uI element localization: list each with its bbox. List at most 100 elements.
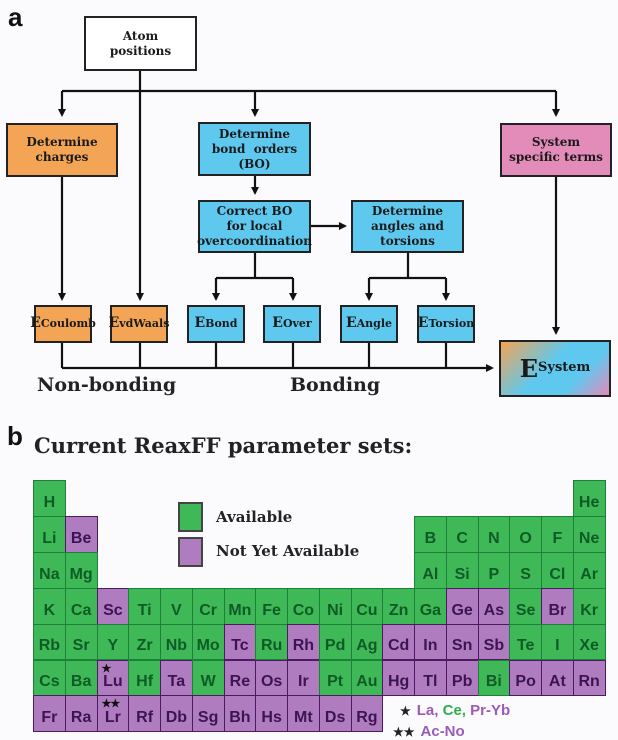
element-symbol: Zr bbox=[136, 637, 153, 655]
element-symbol: N bbox=[488, 529, 500, 547]
element-symbol: Db bbox=[165, 709, 188, 727]
element-symbol: Ra bbox=[70, 709, 92, 727]
element-p: P bbox=[477, 551, 511, 589]
element-ra: Ra bbox=[64, 695, 98, 733]
element-symbol: Lu bbox=[103, 673, 123, 691]
element-symbol: Co bbox=[292, 601, 315, 619]
element-sb: Sb bbox=[477, 623, 511, 661]
element-br: Br bbox=[541, 587, 574, 625]
element-ca: Ca bbox=[64, 587, 98, 625]
element-pd: Pd bbox=[318, 623, 352, 661]
element-se: Se bbox=[509, 587, 542, 625]
element-symbol: Sb bbox=[483, 637, 505, 655]
flowchart-connectors bbox=[58, 71, 560, 372]
element-symbol: Pb bbox=[451, 673, 473, 691]
element-symbol: S bbox=[520, 565, 531, 583]
box-line: Determine bbox=[218, 126, 291, 141]
element-symbol: Re bbox=[229, 673, 251, 691]
element-symbol: Rb bbox=[38, 637, 61, 655]
element-symbol: Po bbox=[515, 673, 536, 691]
element-sn: Sn bbox=[445, 623, 479, 661]
legend-available-label: Available bbox=[216, 508, 293, 526]
element-symbol: C bbox=[456, 529, 468, 547]
element-rb: Rb bbox=[33, 623, 66, 661]
element-symbol: Fe bbox=[262, 601, 281, 619]
element-symbol: Ba bbox=[70, 673, 92, 691]
element-symbol: Sc bbox=[103, 601, 123, 619]
element-sg: Sg bbox=[191, 695, 225, 733]
element-y: Y bbox=[96, 623, 130, 661]
element-symbol: Br bbox=[548, 601, 567, 619]
element-symbol: Y bbox=[107, 637, 119, 655]
element-symbol: Xe bbox=[579, 637, 599, 655]
element-cl: Cl bbox=[541, 551, 574, 589]
energy-symbol: E bbox=[345, 315, 357, 332]
legend-not-available-label: Not Yet Available bbox=[216, 542, 360, 560]
element-lr: Lr★★ bbox=[96, 695, 130, 733]
element-nb: Nb bbox=[160, 623, 193, 661]
element-h: H bbox=[33, 480, 66, 517]
element-re: Re bbox=[223, 659, 257, 697]
element-symbol: Ds bbox=[324, 709, 346, 727]
element-symbol: As bbox=[483, 601, 505, 619]
element-b: B bbox=[414, 515, 447, 553]
footnote-elements: La, bbox=[416, 702, 443, 719]
element-symbol: Li bbox=[42, 529, 57, 547]
element-v: V bbox=[160, 587, 193, 625]
element-cs: Cs bbox=[33, 659, 66, 697]
energy-symbol: E bbox=[30, 315, 41, 332]
element-db: Db bbox=[160, 695, 193, 733]
element-symbol: Sn bbox=[451, 637, 473, 655]
element-lu: Lu★ bbox=[96, 659, 130, 697]
panel-b-label: b bbox=[7, 421, 23, 451]
element-sr: Sr bbox=[64, 623, 98, 661]
element-symbol: H bbox=[43, 493, 56, 511]
element-rh: Rh bbox=[287, 623, 320, 661]
box-line: charges bbox=[35, 150, 89, 164]
element-symbol: Te bbox=[516, 637, 535, 655]
element-symbol: Rg bbox=[356, 709, 378, 727]
element-symbol: Cs bbox=[39, 673, 60, 691]
double-star-icon: ★★ bbox=[393, 725, 415, 739]
element-po: Po bbox=[509, 659, 542, 697]
element-xe: Xe bbox=[572, 623, 606, 661]
element-symbol: Nb bbox=[165, 637, 188, 655]
box-line: overcoordination bbox=[197, 234, 312, 248]
element-ds: Ds bbox=[318, 695, 352, 733]
element-symbol: Rf bbox=[136, 709, 154, 727]
element-symbol: V bbox=[171, 601, 182, 619]
element-symbol: Na bbox=[39, 565, 60, 583]
energy-subscript: Torsion bbox=[428, 317, 475, 331]
element-symbol: Hs bbox=[261, 709, 282, 727]
footnote: ★La, Ce, Pr-Yb bbox=[400, 702, 510, 719]
energy-symbol: E bbox=[272, 315, 283, 332]
element-rg: Rg bbox=[350, 695, 384, 733]
element-symbol: Sr bbox=[72, 637, 90, 655]
element-hs: Hs bbox=[255, 695, 288, 733]
element-symbol: Ta bbox=[167, 673, 186, 691]
box-line: for local bbox=[226, 219, 283, 233]
element-hg: Hg bbox=[382, 659, 415, 697]
element-symbol: Hg bbox=[387, 673, 410, 691]
element-zn: Zn bbox=[382, 587, 415, 625]
element-rf: Rf bbox=[128, 695, 161, 733]
element-li: Li bbox=[33, 515, 66, 553]
energy-subscript: Angle bbox=[356, 317, 393, 331]
double-star-icon: ★★ bbox=[101, 698, 121, 711]
element-rn: Rn bbox=[572, 659, 606, 697]
element-symbol: Ti bbox=[137, 601, 152, 619]
panel-a-label: a bbox=[8, 2, 23, 32]
element-symbol: Mt bbox=[294, 709, 313, 727]
element-mn: Mn bbox=[223, 587, 257, 625]
element-at: At bbox=[541, 659, 574, 697]
element-symbol: Cl bbox=[549, 565, 566, 583]
element-symbol: Sg bbox=[197, 709, 219, 727]
element-symbol: Ni bbox=[327, 601, 344, 619]
element-symbol: Si bbox=[454, 565, 470, 583]
element-na: Na bbox=[33, 551, 66, 589]
